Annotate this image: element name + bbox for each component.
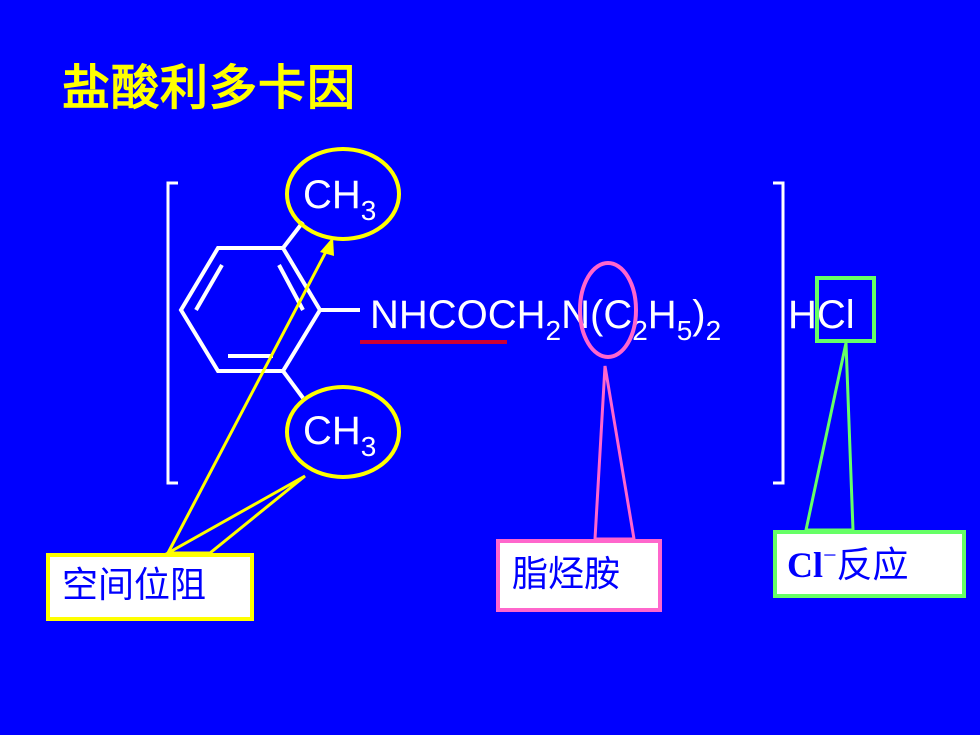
formula-segment: NHCOCH [370,293,546,337]
formula-segment: ) [692,293,705,337]
salt-label: HCl [788,293,855,337]
bond-methyl-bottom [281,369,305,400]
steric-circle-top [285,147,401,241]
reaction-text: 反应 [836,545,909,586]
benzene-ring [178,246,323,373]
chloride-charge: − [823,543,837,569]
steric-pointer-top [166,243,332,554]
chloride-pointer [804,342,855,532]
amine-circle [578,261,638,359]
slide-title: 盐酸利多卡因 [62,60,357,116]
chloride-box [815,276,876,343]
formula-subscript: 2 [546,315,562,346]
ring-double-bond [194,263,224,312]
formula-subscript: 2 [706,315,722,346]
formula-subscript: 5 [677,315,693,346]
chloride-reaction-label: Cl−反应 [773,530,966,598]
steric-hindrance-label: 空间位阻 [46,553,254,621]
steric-arrowhead [320,237,334,256]
bond-methyl-top [281,220,305,250]
methyl-top-label: CH3 [303,173,376,226]
aliphatic-amine-label: 脂烃胺 [496,539,662,612]
chloride-symbol: Cl [787,545,823,585]
right-bracket [773,181,785,485]
formula-segment: N(C [561,293,632,337]
amine-pointer [593,365,636,541]
left-bracket [166,181,178,485]
methyl-bottom-label: CH3 [303,409,376,462]
steric-circle-bottom [285,385,401,479]
formula-segment: H [648,293,677,337]
chain-formula: NHCOCH2N(C2H5)2 [370,293,721,346]
